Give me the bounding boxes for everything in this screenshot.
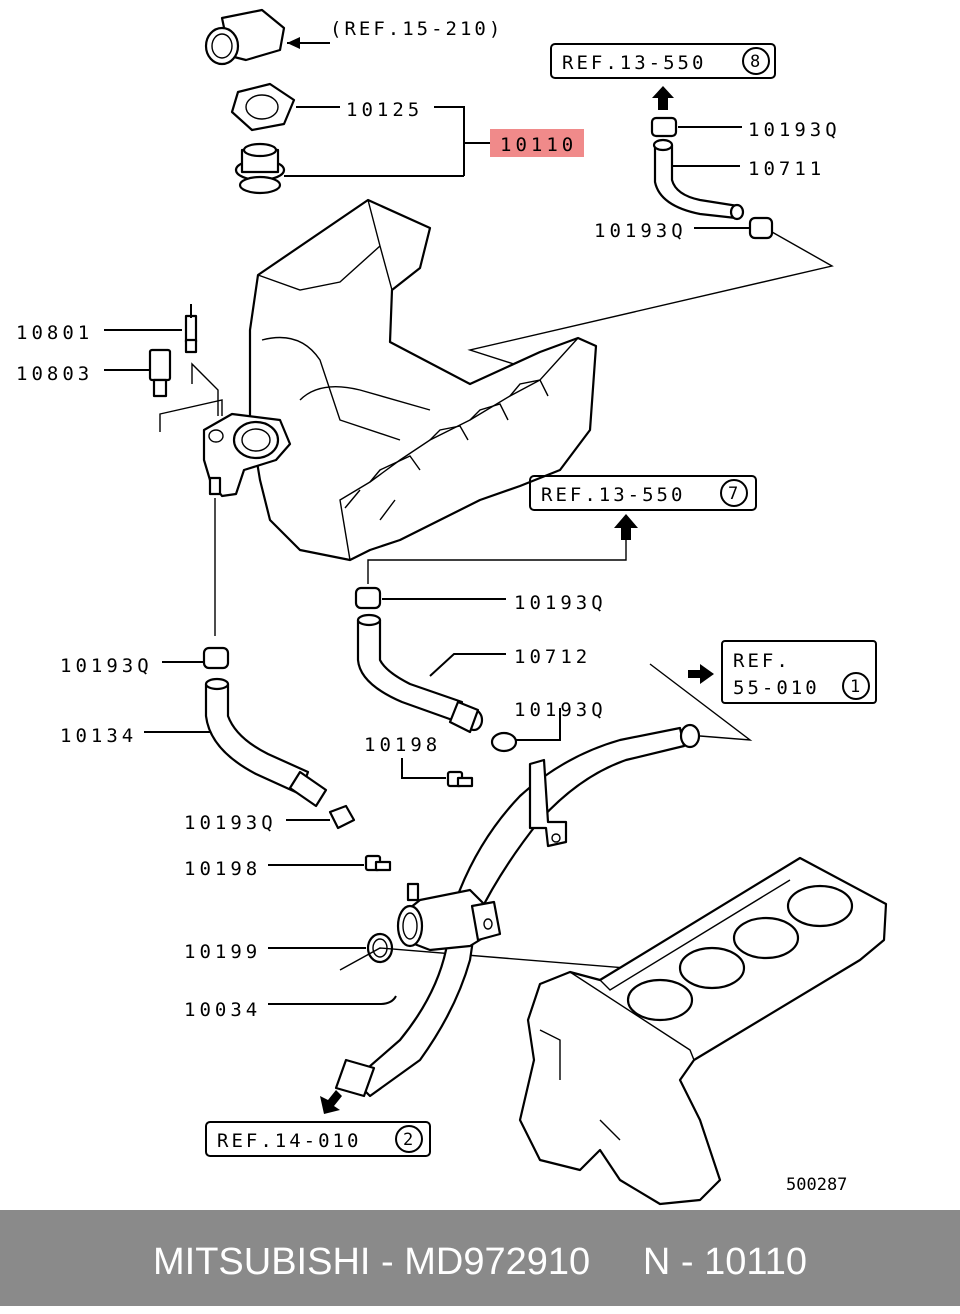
bolt-10198-a <box>446 770 474 788</box>
label-10193q-a: 10193Q <box>748 119 841 141</box>
sensor-10803 <box>148 348 172 398</box>
hose-10712 <box>356 613 484 734</box>
svg-text:55-010: 55-010 <box>733 677 820 699</box>
footer-bar <box>0 1210 960 1306</box>
intake-manifold <box>248 198 598 562</box>
ref-13-550-7-box[interactable]: REF.13-550 7 <box>529 475 757 511</box>
ref-55-010-1-box[interactable]: REF. 55-010 1 <box>721 640 877 704</box>
label-10193q-b: 10193Q <box>594 220 687 242</box>
label-10801: 10801 <box>16 322 93 344</box>
label-10193q-c: 10193Q <box>514 592 607 614</box>
clamp-10193q-d <box>490 731 518 753</box>
ref-14-010-2-box[interactable]: REF.14-010 2 <box>205 1121 431 1157</box>
label-10803: 10803 <box>16 363 93 385</box>
ref-13-550-8-box[interactable]: REF.13-550 8 <box>550 43 776 79</box>
diagram-id: 500287 <box>786 1175 847 1195</box>
label-10110: 10110 <box>500 134 577 156</box>
label-10193q-d: 10193Q <box>514 699 607 721</box>
bolt-10198-b <box>364 854 392 872</box>
cylinder-head <box>518 856 888 1206</box>
thermostat-gasket <box>230 82 296 132</box>
label-10199: 10199 <box>184 941 261 963</box>
clamp-10193q-c <box>354 586 382 610</box>
ref-15-210-label: (REF.15-210) <box>330 18 503 40</box>
svg-text:8: 8 <box>750 52 760 72</box>
svg-text:7: 7 <box>728 484 738 504</box>
clamp-10193q-a <box>650 116 678 138</box>
water-pipe-10034 <box>334 723 701 1098</box>
highlight-10110 <box>490 129 584 157</box>
label-10034: 10034 <box>184 999 261 1021</box>
label-10712: 10712 <box>514 646 591 668</box>
water-outlet-fitting <box>204 8 286 66</box>
label-10125: 10125 <box>346 99 423 121</box>
label-10193q-f: 10193Q <box>184 812 277 834</box>
hose-10711 <box>652 138 745 221</box>
svg-text:1: 1 <box>850 677 860 697</box>
clamp-10193q-e <box>202 646 230 670</box>
svg-text:REF.14-010: REF.14-010 <box>217 1130 361 1152</box>
parts-diagram: (REF.15-210) 10125 10110 REF.13-550 8 10… <box>16 8 888 1206</box>
label-10711: 10711 <box>748 158 825 180</box>
hose-10134 <box>204 677 328 808</box>
clamp-10193q-b <box>748 216 774 240</box>
label-10198-b: 10198 <box>184 858 261 880</box>
svg-text:REF.: REF. <box>733 650 791 672</box>
clamp-10193q-f <box>328 804 356 830</box>
svg-text:REF.13-550: REF.13-550 <box>562 52 706 74</box>
svg-text:2: 2 <box>403 1130 413 1150</box>
thermostat <box>234 142 286 195</box>
sensor-10801 <box>184 304 198 354</box>
label-10193q-e: 10193Q <box>60 655 153 677</box>
label-10198-a: 10198 <box>364 734 441 756</box>
label-10134: 10134 <box>60 725 137 747</box>
svg-text:REF.13-550: REF.13-550 <box>541 484 685 506</box>
footer-caption: MITSUBISHI - MD972910 N - 10110 <box>153 1241 807 1283</box>
water-inlet-housing <box>202 412 292 498</box>
